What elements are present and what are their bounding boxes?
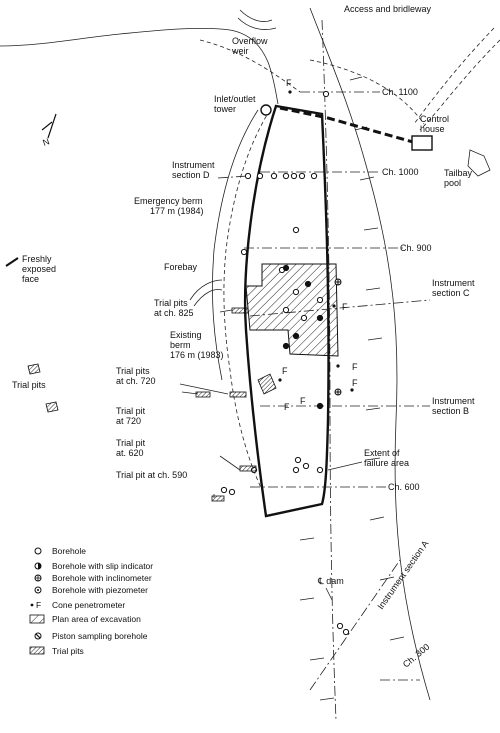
instr-a-label: Instrument section A <box>375 539 430 612</box>
instr-d-line <box>217 175 249 179</box>
trial-pits-side-symbol-2 <box>45 401 59 413</box>
trial-pit-leaders <box>179 309 241 498</box>
instrument-section-a-line <box>309 559 401 691</box>
slip-indicator-markers <box>282 264 324 410</box>
house-label: house <box>420 124 445 134</box>
control-label: Control <box>420 114 449 124</box>
centreline-label: ℄ dam <box>317 576 344 586</box>
road-to-tower <box>199 39 301 93</box>
tp620-label-2: at. 620 <box>116 448 144 458</box>
instr-b-label-1: Instrument <box>432 396 475 406</box>
svg-text:F: F <box>300 396 306 406</box>
tp825-label-2: at ch. 825 <box>154 308 194 318</box>
tpit720-label-1: Trial pit <box>116 406 146 416</box>
legend-label-slip: Borehole with slip indicator <box>52 561 153 571</box>
legend-label-inclinometer: Borehole with inclinometer <box>52 573 152 583</box>
instr-c-label-1: Instrument <box>432 278 475 288</box>
exist-label-2: berm <box>170 340 191 350</box>
tp590-label: Trial pit at ch. 590 <box>116 470 187 480</box>
shoreline <box>0 27 279 105</box>
trial-pit-markers <box>195 307 277 502</box>
cone-penetrometer-marks: F F F F F F F <box>278 78 358 412</box>
tunnel-to-control-house <box>279 106 421 146</box>
chainage-1000-label: Ch. 1000 <box>382 167 419 177</box>
dam-centreline <box>321 19 337 721</box>
freshly-exposed-face-symbol <box>5 257 19 267</box>
extent-label-2: failure area <box>364 458 409 468</box>
chainage-900-label: Ch. 900 <box>400 243 432 253</box>
control-house <box>411 135 433 151</box>
svg-text:F: F <box>342 302 348 312</box>
inlet-label: Inlet/outlet <box>214 94 256 104</box>
fresh-label-2: exposed <box>22 264 56 274</box>
extent-leader <box>327 461 363 471</box>
tp720-label-1: Trial pits <box>116 366 150 376</box>
access-road <box>309 27 500 131</box>
downstream-toe <box>309 7 431 701</box>
failure-extent-outline <box>243 104 330 518</box>
fresh-label-1: Freshly <box>22 254 52 264</box>
emerg-label-2: 177 m (1984) <box>150 206 204 216</box>
access-label: Access and bridleway <box>344 4 432 14</box>
forebay-label: Forebay <box>164 262 198 272</box>
fresh-label-3: face <box>22 274 39 284</box>
exist-label-1: Existing <box>170 330 202 340</box>
north-arrow: N <box>41 113 57 148</box>
exist-label-3: 176 m (1983) <box>170 350 224 360</box>
weir-label: weir <box>231 46 249 56</box>
svg-text:F: F <box>352 378 358 388</box>
tailbay-label: Tailbay <box>444 168 473 178</box>
legend-label-piezometer: Borehole with piezometer <box>52 585 148 595</box>
svg-text:F: F <box>286 78 292 88</box>
upstream-edge <box>212 109 259 381</box>
tp825-label-1: Trial pits <box>154 298 188 308</box>
tower-label: tower <box>214 104 236 114</box>
chainage-600-label: Ch. 600 <box>388 482 420 492</box>
svg-text:F: F <box>282 366 288 376</box>
upstream-toe <box>223 109 271 491</box>
spillway-channel <box>237 9 277 30</box>
instr-d-label-2: section D <box>172 170 210 180</box>
svg-text:N: N <box>41 136 51 148</box>
tailbay-pool <box>467 149 491 177</box>
legend-f-mark: F <box>36 600 41 610</box>
overflow-label: Overflow <box>232 36 268 46</box>
instr-b-label-2: section B <box>432 406 469 416</box>
extent-label-1: Extent of <box>364 448 400 458</box>
legend-label-borehole: Borehole <box>52 546 86 556</box>
legend-label-cone: Cone penetrometer <box>52 600 125 610</box>
instr-d-label-1: Instrument <box>172 160 215 170</box>
forebay <box>189 279 223 307</box>
svg-text:F: F <box>352 362 358 372</box>
chainage-lines <box>244 91 431 681</box>
tp720-label-2: at ch. 720 <box>116 376 156 386</box>
centreline-leader <box>325 587 333 601</box>
emerg-label-1: Emergency berm <box>134 196 203 206</box>
excavation-area <box>245 263 339 357</box>
trial-pits-side-symbol-1 <box>27 363 41 375</box>
legend-label-excavation: Plan area of excavation <box>52 614 141 624</box>
pool-label: pool <box>444 178 461 188</box>
trialpits-side-label: Trial pits <box>12 380 46 390</box>
tpit720-label-2: at 720 <box>116 416 141 426</box>
tp620-label-1: Trial pit <box>116 438 146 448</box>
chainage-1100-label: Ch. 1100 <box>382 87 418 97</box>
legend: Borehole Borehole with slip indicator Bo… <box>29 546 153 656</box>
chainage-300-label: Ch. 300 <box>401 642 432 670</box>
svg-text:F: F <box>284 402 290 412</box>
instr-c-label-2: section C <box>432 288 470 298</box>
inlet-outlet-tower <box>260 104 272 116</box>
inclinometer-markers <box>334 278 342 396</box>
legend-label-trialpit: Trial pits <box>52 646 84 656</box>
legend-label-piston: Piston sampling borehole <box>52 631 148 641</box>
